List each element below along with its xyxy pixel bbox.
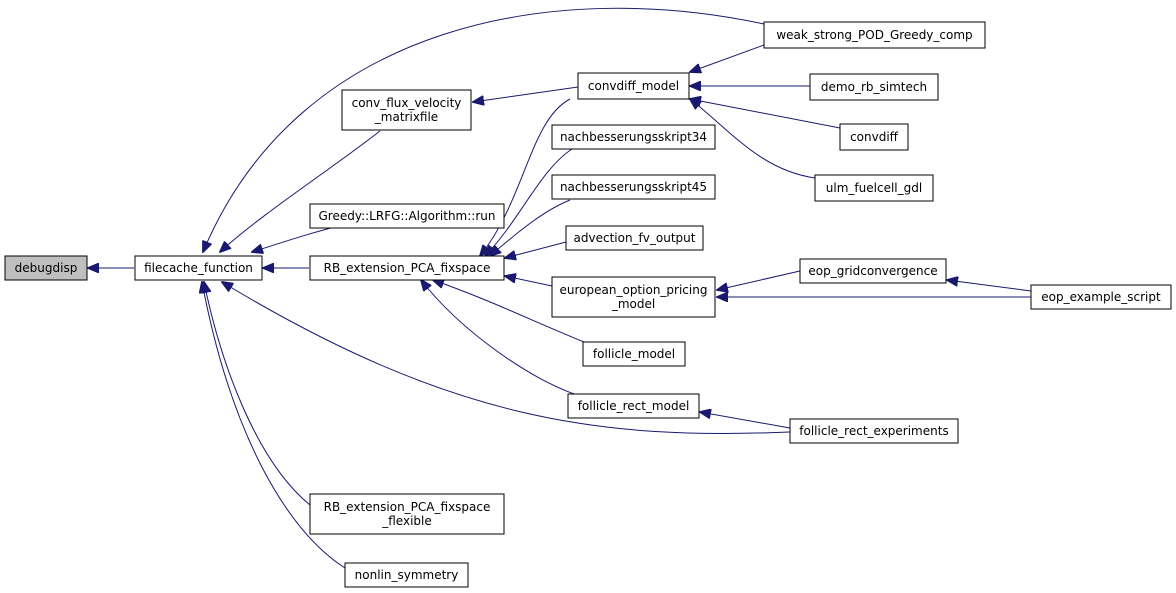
node-label: demo_rb_simtech — [821, 80, 927, 94]
node-follicle_model[interactable]: follicle_model — [582, 341, 686, 367]
edge-follicle_rect_experiments-to-follicle_rect_model — [700, 412, 791, 429]
node-box — [551, 276, 716, 318]
edges-layer — [88, 7, 1032, 569]
node-ulm_fuelcell_gdl[interactable]: ulm_fuelcell_gdl — [814, 174, 934, 202]
node-box — [799, 258, 947, 284]
node-label: filecache_function — [144, 261, 253, 275]
edge-ulm_fuelcell_gdl-to-convdiff_model — [690, 99, 816, 179]
node-box — [839, 123, 909, 151]
node-eop_gridconvergence[interactable]: eop_gridconvergence — [799, 258, 947, 284]
node-label: nachbesserungsskript45 — [560, 180, 707, 194]
node-label: ulm_fuelcell_gdl — [826, 181, 922, 195]
node-label: Greedy::LRFG::Algorithm::run — [319, 209, 496, 223]
edge-rb_extension_pca_fixspace_flexible-to-filecache_function — [204, 282, 311, 506]
node-box — [814, 174, 934, 202]
node-filecache_function[interactable]: filecache_function — [134, 255, 263, 281]
node-label: _flexible — [381, 514, 432, 528]
edge-conv_flux_velocity_matrixfile-to-filecache_function — [220, 130, 381, 252]
node-box — [341, 89, 472, 131]
edge-nonlin_symmetry-to-filecache_function — [202, 282, 346, 569]
node-label: weak_strong_POD_Greedy_comp — [776, 28, 972, 42]
node-greedy_lrfg_algorithm_run[interactable]: Greedy::LRFG::Algorithm::run — [309, 203, 505, 229]
node-box — [551, 124, 716, 150]
edge-convdiff_model-to-conv_flux_velocity_matrixfile — [473, 86, 579, 102]
edge-eop_example_script-to-eop_gridconvergence — [947, 280, 1032, 292]
node-box — [344, 562, 469, 588]
node-convdiff_model[interactable]: convdiff_model — [577, 72, 690, 100]
node-eop_example_script[interactable]: eop_example_script — [1030, 284, 1172, 310]
node-label: convdiff — [850, 130, 899, 144]
node-rb_extension_pca_fixspace_flexible[interactable]: RB_extension_PCA_fixspace_flexible — [309, 493, 505, 535]
node-box — [565, 225, 704, 251]
node-box — [1030, 284, 1172, 310]
edge-weak_strong_pod_greedy_comp-to-filecache_function — [203, 7, 765, 252]
node-box — [789, 418, 959, 444]
node-label: advection_fv_output — [574, 231, 696, 245]
node-box — [551, 174, 716, 200]
node-label: european_option_pricing — [560, 283, 708, 297]
node-label: debugdisp — [15, 261, 78, 275]
node-box — [309, 203, 505, 229]
node-weak_strong_pod_greedy_comp[interactable]: weak_strong_POD_Greedy_comp — [763, 21, 986, 49]
node-label: RB_extension_PCA_fixspace — [324, 500, 491, 514]
node-box — [4, 255, 88, 281]
node-box — [309, 255, 505, 281]
node-european_option_pricing_model[interactable]: european_option_pricing_model — [551, 276, 716, 318]
node-label: follicle_rect_experiments — [799, 424, 948, 438]
node-box — [567, 393, 700, 419]
edge-convdiff-to-convdiff_model — [690, 99, 841, 129]
node-label: nachbesserungsskript34 — [560, 130, 707, 144]
node-box — [582, 341, 686, 367]
node-label: RB_extension_PCA_fixspace — [324, 261, 491, 275]
node-debugdisp[interactable]: debugdisp — [4, 255, 88, 281]
node-rb_extension_pca_fixspace[interactable]: RB_extension_PCA_fixspace — [309, 255, 505, 281]
node-box — [309, 493, 505, 535]
node-follicle_rect_model[interactable]: follicle_rect_model — [567, 393, 700, 419]
node-nachbesserungsskript45[interactable]: nachbesserungsskript45 — [551, 174, 716, 200]
node-label: _matrixfile — [374, 110, 438, 124]
node-box — [809, 73, 939, 101]
nodes-layer: debugdisp filecache_function conv_flux_vel… — [4, 21, 1172, 588]
node-label: nonlin_symmetry — [355, 568, 459, 582]
node-box — [763, 21, 986, 49]
node-demo_rb_simtech[interactable]: demo_rb_simtech — [809, 73, 939, 101]
edge-advection_fv_output-to-rb_extension_pca_fixspace — [505, 241, 567, 258]
node-label: eop_gridconvergence — [808, 264, 937, 278]
node-label: eop_example_script — [1041, 290, 1161, 304]
node-convdiff[interactable]: convdiff — [839, 123, 909, 151]
edge-follicle_model-to-rb_extension_pca_fixspace — [433, 280, 585, 343]
edge-follicle_rect_experiments-to-filecache_function — [222, 282, 791, 435]
node-nonlin_symmetry[interactable]: nonlin_symmetry — [344, 562, 469, 588]
node-label: conv_flux_velocity — [352, 96, 462, 110]
node-follicle_rect_experiments[interactable]: follicle_rect_experiments — [789, 418, 959, 444]
node-label: _model — [611, 297, 655, 311]
node-label: convdiff_model — [588, 79, 679, 93]
node-conv_flux_velocity_matrixfile[interactable]: conv_flux_velocity_matrixfile — [341, 89, 472, 131]
edge-nachbesserungsskript45-to-rb_extension_pca_fixspace — [490, 199, 571, 256]
node-nachbesserungsskript34[interactable]: nachbesserungsskript34 — [551, 124, 716, 150]
node-label: follicle_model — [593, 347, 675, 361]
edge-follicle_rect_model-to-rb_extension_pca_fixspace — [421, 280, 581, 397]
edge-eop_gridconvergence-to-european_option_pricing_model — [717, 270, 801, 290]
edge-european_option_pricing_model-to-rb_extension_pca_fixspace — [505, 276, 553, 287]
edge-weak_strong_pod_greedy_comp-to-convdiff_model — [690, 44, 765, 72]
edge-nachbesserungsskript34-to-rb_extension_pca_fixspace — [485, 148, 573, 256]
edge-convdiff_model-to-rb_extension_pca_fixspace — [480, 98, 571, 256]
node-advection_fv_output[interactable]: advection_fv_output — [565, 225, 704, 251]
node-box — [577, 72, 690, 100]
node-label: follicle_rect_model — [578, 399, 690, 413]
node-box — [134, 255, 263, 281]
